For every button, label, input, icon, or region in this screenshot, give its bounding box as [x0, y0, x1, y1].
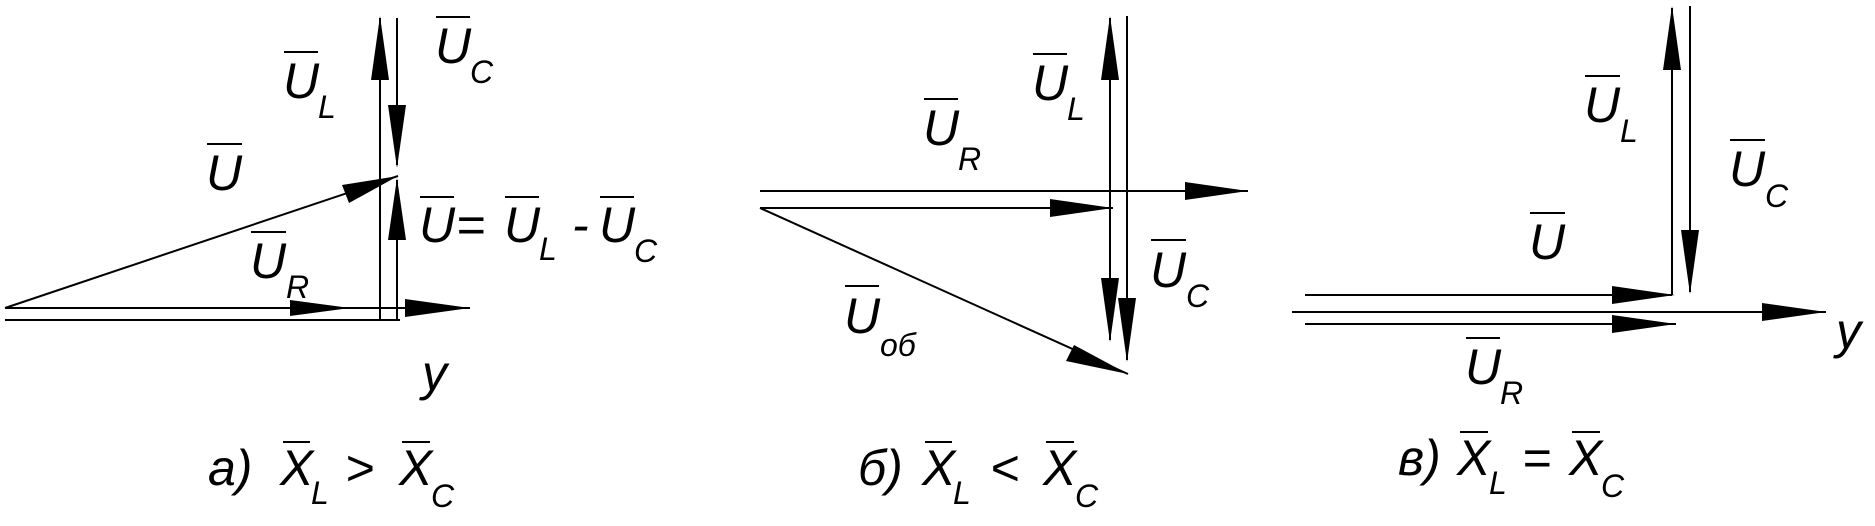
svg-text:R: R — [1500, 375, 1523, 411]
axis-label-c: y — [1833, 303, 1864, 359]
udiff-a-arrow — [388, 178, 406, 240]
svg-text:C: C — [1601, 468, 1625, 504]
label-ul-b: U L — [1032, 53, 1085, 127]
axis-c-arrow — [1762, 303, 1826, 321]
svg-text:=: = — [456, 197, 485, 253]
svg-text:L: L — [1067, 91, 1085, 127]
u-a-arrow — [342, 176, 398, 203]
ul-c-arrow — [1663, 6, 1681, 70]
caption-c: в) X L = X C — [1398, 430, 1625, 504]
caption-a: а) X L > X C — [208, 440, 455, 514]
label-ur-c: U R — [1465, 337, 1523, 411]
svg-text:<: < — [990, 440, 1019, 496]
label-u-a: U — [206, 143, 243, 201]
label-ur-b: U R — [923, 98, 981, 177]
svg-text:L: L — [953, 475, 971, 511]
svg-text:U: U — [504, 197, 541, 253]
svg-text:L: L — [1620, 113, 1638, 149]
svg-text:X: X — [1042, 440, 1078, 496]
svg-text:U: U — [283, 53, 320, 109]
svg-text:U: U — [1729, 141, 1766, 197]
u-c-arrow — [1612, 286, 1675, 304]
svg-text:R: R — [286, 269, 309, 305]
svg-text:U: U — [1529, 214, 1566, 270]
svg-text:C: C — [1075, 478, 1099, 514]
svg-text:C: C — [1186, 278, 1210, 314]
svg-text:X: X — [279, 440, 315, 496]
caption-b: б) X L < X C — [858, 440, 1099, 514]
axis-a-arrow — [405, 299, 470, 317]
svg-text:L: L — [1489, 465, 1507, 501]
ul-b-arrow — [1101, 16, 1119, 80]
u-a-vector — [4, 175, 399, 309]
svg-text:C: C — [634, 233, 658, 269]
diagram-b: U L U R U C U об б) X L < X C — [759, 16, 1248, 514]
svg-text:U: U — [1150, 242, 1187, 298]
svg-text:>: > — [345, 440, 374, 496]
svg-text:U: U — [419, 197, 456, 253]
diagram-c: U L U C U U R y в) X L = X C — [1292, 6, 1864, 504]
label-uc-c: U C — [1729, 139, 1789, 214]
svg-text:б): б) — [858, 440, 903, 496]
uc-b-arrow — [1118, 298, 1136, 362]
svg-text:L: L — [318, 89, 336, 125]
svg-text:=: = — [1522, 430, 1551, 486]
svg-text:C: C — [470, 54, 494, 90]
svg-text:в): в) — [1398, 430, 1441, 486]
svg-text:об: об — [880, 327, 917, 363]
diagram-a: U L U C U U R U = U L - U C y — [4, 16, 658, 514]
svg-text:C: C — [1765, 178, 1789, 214]
uc-c-arrow — [1681, 230, 1699, 294]
svg-text:L: L — [311, 475, 329, 511]
svg-text:U: U — [844, 288, 881, 344]
svg-text:U: U — [1584, 77, 1621, 133]
svg-text:C: C — [431, 478, 455, 514]
label-uc-a: U C — [435, 16, 494, 90]
uob-b-arrow — [1066, 345, 1128, 374]
svg-text:U: U — [1032, 55, 1069, 111]
svg-text:а): а) — [208, 440, 252, 496]
uc-a-arrow — [388, 105, 406, 168]
svg-text:U: U — [923, 100, 960, 156]
label-ul-c: U L — [1584, 75, 1638, 149]
svg-text:X: X — [1568, 430, 1604, 486]
ur-c-arrow — [1612, 315, 1676, 333]
svg-text:U: U — [250, 233, 287, 289]
svg-text:R: R — [958, 141, 981, 177]
label-ul-a: U L — [283, 51, 336, 125]
svg-text:U: U — [1465, 339, 1502, 395]
svg-text:U: U — [435, 18, 472, 74]
svg-text:X: X — [1456, 430, 1492, 486]
label-u-c: U — [1529, 212, 1566, 270]
axis-label-a: y — [419, 345, 450, 401]
label-uob-b: U об — [844, 285, 917, 363]
svg-text:X: X — [398, 440, 434, 496]
svg-text:L: L — [539, 231, 557, 267]
svg-text:X: X — [921, 440, 957, 496]
ur-b-arrow — [1050, 199, 1113, 217]
label-equation-a: U = U L - U C — [419, 196, 658, 269]
svg-text:U: U — [599, 197, 636, 253]
svg-text:U: U — [206, 145, 243, 201]
label-ur-a: U R — [250, 231, 309, 305]
uob-b-vector — [759, 207, 1129, 375]
ur-a-arrow — [290, 300, 350, 316]
svg-text:-: - — [572, 197, 589, 253]
label-uc-b: U C — [1150, 239, 1210, 314]
ucdiff-b-arrow — [1101, 278, 1119, 342]
axis-b-arrow — [1185, 182, 1248, 200]
ul-a-arrow — [371, 16, 389, 80]
